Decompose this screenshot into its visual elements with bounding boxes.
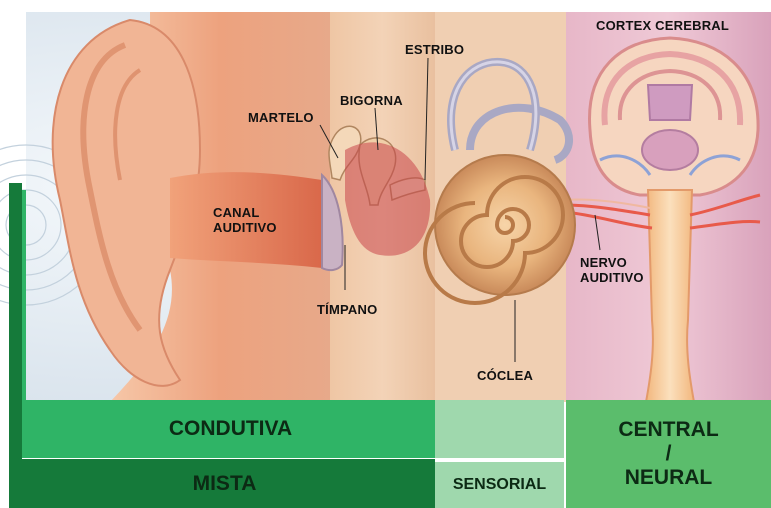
- label-nervo-auditivo-line1: NERVO: [580, 255, 644, 270]
- label-coclea: CÓCLEA: [477, 368, 533, 383]
- label-canal-auditivo-line1: CANAL: [213, 205, 277, 220]
- label-estribo: ESTRIBO: [405, 42, 464, 57]
- label-canal-auditivo: CANAL AUDITIVO: [213, 205, 277, 235]
- band-central-line2: /: [666, 442, 672, 466]
- band-central-line1: CENTRAL: [618, 418, 718, 442]
- label-bigorna: BIGORNA: [340, 93, 403, 108]
- band-sensorial-top: [435, 400, 564, 458]
- label-canal-auditivo-line2: AUDITIVO: [213, 220, 277, 235]
- band-mista: MISTA: [14, 459, 435, 508]
- band-central-line3: NEURAL: [625, 466, 713, 490]
- label-cortex-cerebral: CORTEX CEREBRAL: [596, 18, 729, 33]
- label-nervo-auditivo-line2: AUDITIVO: [580, 270, 644, 285]
- cerebral-cortex: [590, 38, 759, 195]
- label-martelo: MARTELO: [248, 110, 314, 125]
- band-condutiva: CONDUTIVA: [26, 400, 435, 458]
- brain-stem: [646, 190, 694, 402]
- band-central-neural: CENTRAL / NEURAL: [566, 400, 771, 508]
- label-timpano: TÍMPANO: [317, 302, 377, 317]
- band-sensorial: SENSORIAL: [435, 462, 564, 508]
- label-nervo-auditivo: NERVO AUDITIVO: [580, 255, 644, 285]
